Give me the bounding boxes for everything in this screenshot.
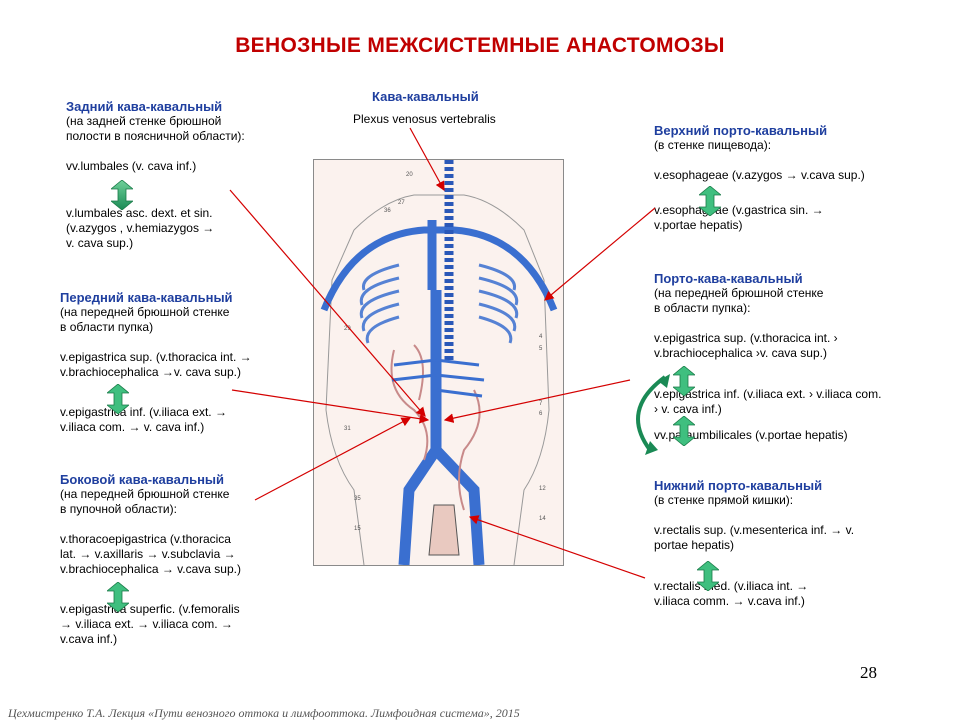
updown-arrow-icon: [697, 561, 719, 591]
block-line: v.brachiocephalica ›v. cava sup.): [654, 346, 827, 360]
block-line: v.epigastrica sup. (v.thoracica int. →: [60, 350, 252, 364]
inferior-porto-caval-block: Нижний порто-кавальный (в стенке прямой …: [654, 478, 854, 609]
venous-system-illustration: 20 36 27 29 4 5 7 6 12 14 31 35 15: [320, 160, 558, 566]
fig-label: 20: [406, 172, 413, 178]
block-line: v.portae hepatis): [654, 218, 743, 232]
block-line: v.iliaca com. → v. cava inf.): [60, 420, 205, 434]
block-line: → v.iliaca ext. → v.iliaca com. →: [60, 617, 233, 631]
updown-arrow-icon: [107, 384, 129, 414]
fig-label: 27: [398, 200, 405, 206]
block-line: v.esophageae (v.gastrica sin. →: [654, 203, 824, 217]
fig-label: 36: [384, 208, 391, 214]
updown-arrow-icon: [699, 186, 721, 216]
fig-label: 7: [539, 401, 543, 407]
block-line: v.epigastrica inf. (v.iliaca ext. →: [60, 405, 227, 419]
updown-arrow-icon: [673, 416, 695, 446]
block-line: › v. cava inf.): [654, 402, 722, 416]
block-heading: Передний кава-кавальный: [60, 290, 233, 305]
plexus-venosus-label: Plexus venosus vertebralis: [353, 112, 496, 126]
fig-label: 29: [344, 326, 351, 332]
superior-porto-caval-block: Верхний порто-кавальный (в стенке пищево…: [654, 123, 865, 233]
block-desc: (на задней стенке брюшной: [66, 114, 222, 128]
block-desc: в области пупка): [60, 320, 154, 334]
page-number: 28: [860, 663, 877, 682]
block-line: v.brachiocephalica → v.cava sup.): [60, 562, 241, 576]
block-desc: (в стенке пищевода):: [654, 138, 772, 152]
lateral-cava-caval-block: Боковой кава-кавальный (на передней брюш…: [60, 472, 241, 647]
arrow-porto-cava: [443, 379, 631, 423]
block-line: vv.paraumbilicales (v.portae hepatis): [654, 428, 848, 442]
posterior-cava-caval-block: Задний кава-кавальный (на задней стенке …: [66, 99, 245, 251]
fig-label: 4: [539, 334, 543, 340]
block-line: v.thoracoepigastrica (v.thoracica: [60, 532, 231, 546]
block-line: v.epigastrica superfic. (v.femoralis: [60, 602, 240, 616]
fig-label: 15: [354, 526, 361, 532]
block-desc: в области пупка):: [654, 301, 751, 315]
block-line: v.rectalis med. (v.iliaca int. →: [654, 579, 809, 593]
block-heading: Порто-кава-кавальный: [654, 271, 803, 286]
block-desc: (на передней брюшной стенке: [654, 286, 824, 300]
block-desc: полости в поясничной области):: [66, 129, 245, 143]
block-line: vv.lumbales (v. cava inf.): [66, 159, 197, 173]
block-line: (v.azygos , v.hemiazygos →: [66, 221, 215, 235]
slide-title: ВЕНОЗНЫЕ МЕЖСИСТЕМНЫЕ АНАСТОМОЗЫ: [235, 34, 725, 57]
porto-cava-caval-block: Порто-кава-кавальный (на передней брюшно…: [654, 271, 881, 443]
block-heading: Нижний порто-кавальный: [654, 478, 823, 493]
block-line: v.epigastrica sup. (v.thoracica int. ›: [654, 331, 838, 345]
fig-label: 35: [354, 496, 361, 502]
block-line: v.epigastrica inf. (v.iliaca ext. › v.il…: [654, 387, 882, 401]
curved-green-arrow: [636, 375, 667, 452]
anatomy-figure: 20 36 27 29 4 5 7 6 12 14 31 35 15: [313, 159, 564, 566]
block-line: v.iliaca comm. → v.cava inf.): [654, 594, 805, 608]
arrow-plexus: [409, 127, 445, 192]
block-line: v.esophageae (v.azygos → v.cava sup.): [654, 168, 865, 182]
block-desc: (на передней брюшной стенке: [60, 487, 230, 501]
block-line: v.cava inf.): [60, 632, 118, 646]
block-desc: (в стенке прямой кишки):: [654, 493, 794, 507]
arrow-posterior: [229, 189, 426, 417]
arrow-inferior-porto: [468, 515, 646, 579]
arrow-superior-porto: [544, 207, 656, 301]
anterior-cava-caval-block: Передний кава-кавальный (на передней брю…: [60, 290, 252, 435]
block-desc: (на передней брюшной стенке: [60, 305, 230, 319]
cava-caval-heading: Кава-кавальный: [372, 89, 479, 104]
updown-arrow-icon: [107, 582, 129, 612]
updown-arrow-icon: [111, 180, 133, 210]
updown-arrow-icon: [673, 366, 695, 396]
block-heading: Боковой кава-кавальный: [60, 472, 225, 487]
footer-citation: Цехмистренко Т.А. Лекция «Пути венозного…: [8, 706, 520, 720]
block-line: portae hepatis): [654, 538, 735, 552]
arrow-lateral: [254, 417, 412, 501]
fig-label: 6: [539, 411, 543, 417]
fig-label: 14: [539, 516, 546, 522]
fig-label: 31: [344, 426, 351, 432]
fig-label: 12: [539, 486, 546, 492]
block-line: v.rectalis sup. (v.mesenterica inf. → v.: [654, 523, 855, 537]
block-line: v. cava sup.): [66, 236, 134, 250]
block-line: v.lumbales asc. dext. et sin.: [66, 206, 213, 220]
arrow-anterior: [231, 389, 430, 424]
block-heading: Задний кава-кавальный: [66, 99, 223, 114]
block-heading: Верхний порто-кавальный: [654, 123, 828, 138]
block-line: v.brachiocephalica →v. cava sup.): [60, 365, 241, 379]
block-line: lat. → v.axillaris → v.subclavia →: [60, 547, 236, 561]
fig-label: 5: [539, 346, 543, 352]
block-desc: в пупочной области):: [60, 502, 177, 516]
